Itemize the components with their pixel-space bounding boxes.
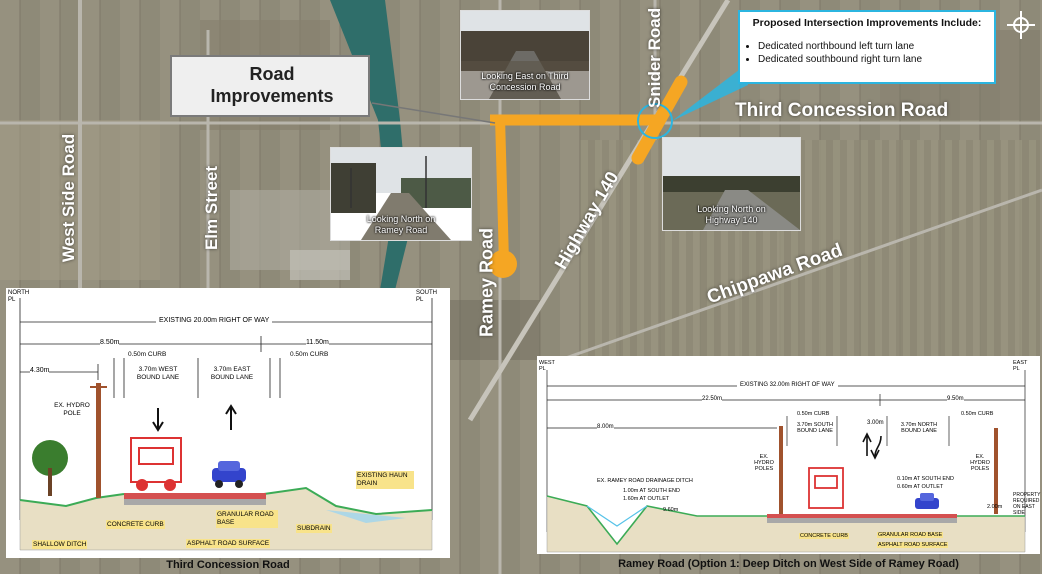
curb-label: 0.50m CURB	[128, 351, 167, 358]
subdrain-label: SUBDRAIN	[296, 524, 332, 533]
third-concession-road-label: Third Concession Road	[735, 100, 949, 121]
hydro-label: EX. HYDRO POLES	[754, 454, 774, 472]
depth-label: 1.00m AT SOUTH END	[623, 488, 680, 494]
depth-label: 1.60m AT OUTLET	[623, 496, 670, 502]
east-pl-label: EAST PL	[1013, 360, 1028, 372]
hydro-label: EX. HYDRO POLE	[54, 402, 90, 417]
lane-label: 3.70m NORTH BOUND LANE	[900, 422, 938, 434]
proposed-improvements-callout: Proposed Intersection Improvements Inclu…	[738, 10, 996, 84]
photo-third-concession: Looking East on Third Concession Road	[460, 10, 590, 100]
west-pl-label: WEST PL	[539, 360, 555, 372]
dim-label: 2.00m	[987, 504, 1003, 510]
proposed-item: Dedicated northbound left turn lane	[758, 40, 922, 53]
photo-caption: Looking East on Third Concession Road	[481, 71, 569, 92]
dim-label: 3.00m	[867, 420, 884, 426]
compass-icon	[1006, 10, 1036, 40]
row-label: EXISTING 20.00m RIGHT OF WAY	[156, 317, 273, 324]
third-concession-cross-section: NORTH PL SOUTH PL EXISTING 20.00m RIGHT …	[6, 288, 450, 558]
north-pl-label: NORTH PL	[8, 290, 30, 303]
lane-label: 3.70m EAST BOUND LANE	[210, 366, 254, 381]
asphalt-label: ASPHALT ROAD SURFACE	[186, 539, 271, 548]
ramey-road-caption: Ramey Road (Option 1: Deep Ditch on West…	[618, 558, 959, 570]
haun-drain-label: EXISTING HAUN DRAIN	[356, 471, 414, 489]
elm-street-label: Elm Street	[202, 165, 221, 251]
car-icon	[212, 461, 246, 488]
snider-road-label: Snider Road	[645, 7, 664, 108]
west-side-road-label: West Side Road	[59, 133, 78, 263]
ramey-road-endpoint	[489, 250, 517, 278]
dim-label: 9.60m	[663, 507, 679, 513]
curb-label: 0.50m CURB	[797, 411, 830, 417]
photo-highway-140: Looking North on Highway 140	[662, 137, 801, 231]
depth-label: 0.60m AT OUTLET	[897, 484, 944, 490]
concrete-curb-label: CONCRETE CURB	[799, 533, 849, 539]
concrete-curb-label: CONCRETE CURB	[106, 520, 165, 529]
ditch-label: SHALLOW DITCH	[32, 540, 88, 549]
granular-label: GRANULAR ROAD BASE	[877, 532, 944, 538]
depth-label: 0.10m AT SOUTH END	[897, 476, 954, 482]
curb-label: 0.50m CURB	[290, 351, 329, 358]
lane-label: 3.70m SOUTH BOUND LANE	[796, 422, 834, 434]
dim-label: 11.50m	[306, 339, 329, 346]
road-improvements-callout: Road Improvements	[170, 55, 370, 117]
dim-label: 8.50m	[100, 339, 120, 346]
curb-label: 0.50m CURB	[961, 411, 994, 417]
granular-label: GRANULAR ROAD BASE	[216, 510, 278, 528]
asphalt-label: ASPHALT ROAD SURFACE	[877, 542, 949, 548]
proposed-item: Dedicated southbound right turn lane	[758, 53, 922, 66]
drainage-label: EX. RAMEY ROAD DRAINAGE DITCH	[597, 478, 693, 484]
south-pl-label: SOUTH PL	[416, 290, 437, 303]
dim-label: 9.50m	[947, 396, 964, 402]
dim-label: 22.50m	[702, 396, 723, 402]
hydro-pole	[96, 383, 101, 498]
ramey-road-cross-section: WEST PL EAST PL EXISTING 32.00m RIGHT OF…	[537, 356, 1040, 554]
truck-icon	[130, 437, 182, 491]
third-concession-caption: Third Concession Road	[166, 559, 290, 571]
lane-label: 3.70m WEST BOUND LANE	[136, 366, 180, 381]
photo-caption: Looking North on Ramey Road	[366, 214, 436, 235]
road-improvements-label: Road Improvements	[210, 64, 334, 106]
photo-ramey-road: Looking North on Ramey Road	[330, 147, 472, 241]
hydro-label: EX. HYDRO POLES	[970, 454, 990, 472]
proposed-title: Proposed Intersection Improvements Inclu…	[752, 17, 982, 29]
property-label: PROPERTY REQUIRED ON EAST SIDE	[1013, 492, 1041, 516]
dim-label: 8.00m	[597, 424, 614, 430]
dim-label: 4.30m	[30, 367, 50, 374]
row-label: EXISTING 32.00m RIGHT OF WAY	[737, 382, 838, 388]
ramey-road-label: Ramey Road	[476, 227, 497, 338]
photo-caption: Looking North on Highway 140	[697, 204, 766, 225]
